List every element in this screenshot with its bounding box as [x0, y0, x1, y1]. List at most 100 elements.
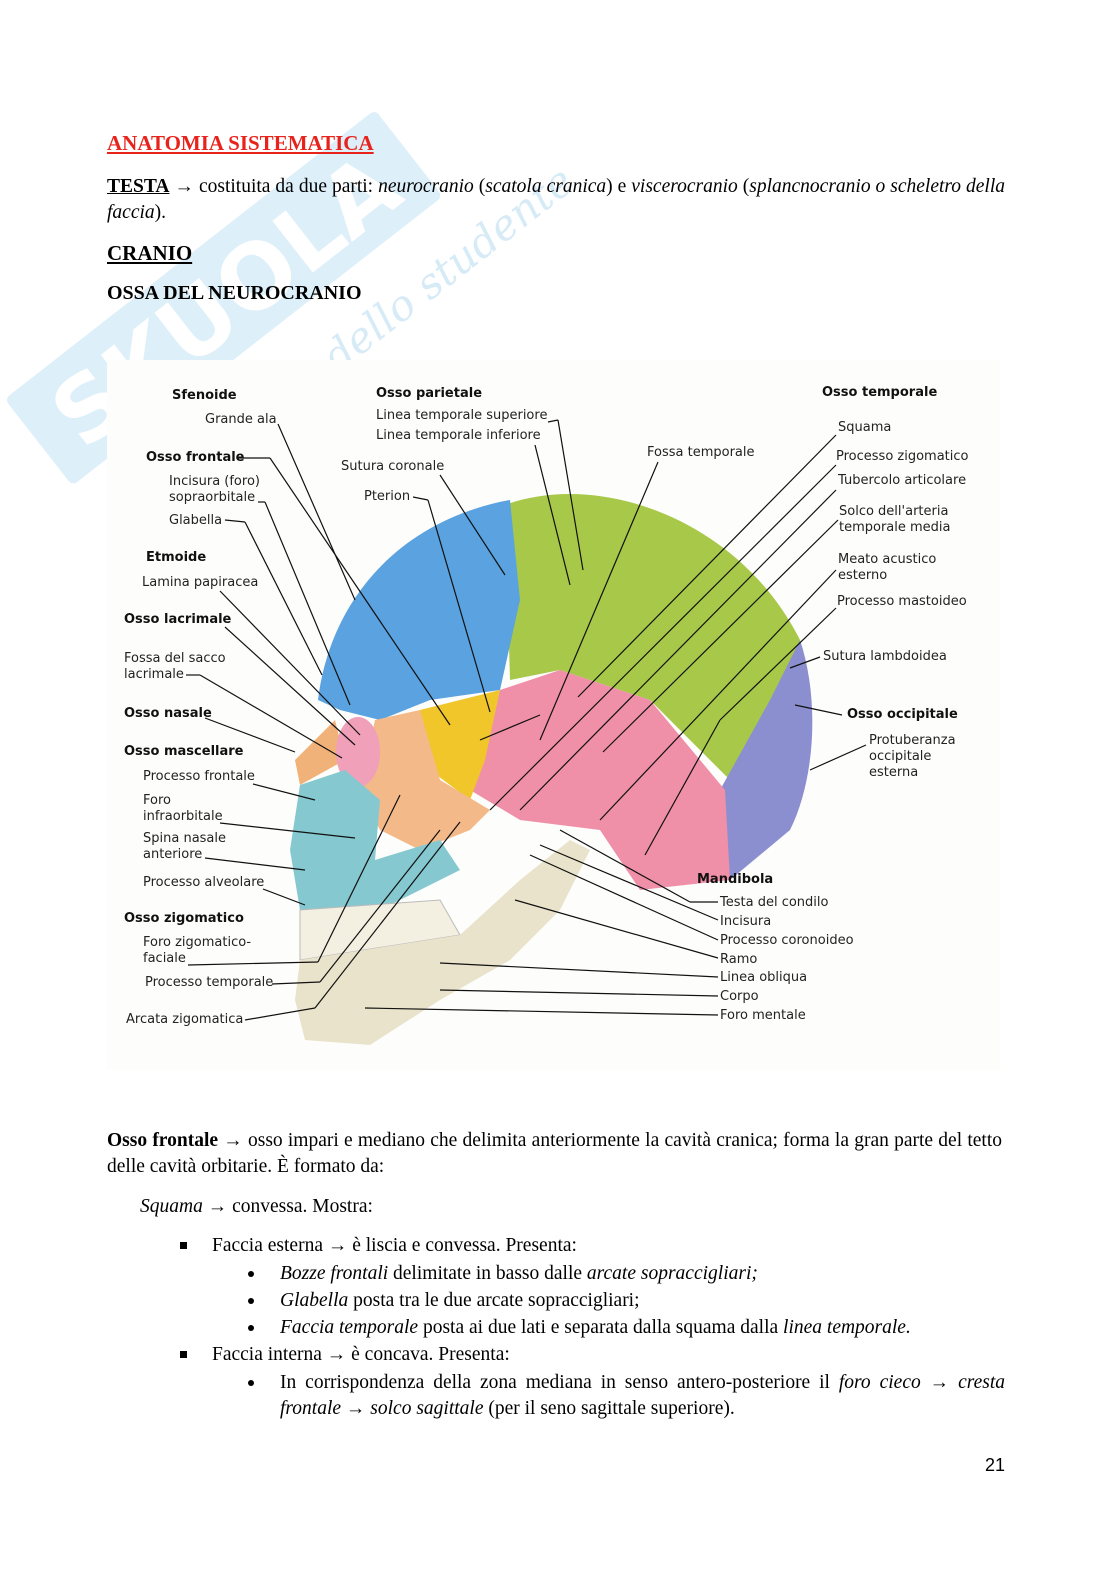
list-item-faccia-interna: Faccia interna → è concava. Presenta:	[212, 1342, 510, 1368]
term: viscerocranio	[631, 176, 738, 197]
label-pterion: Pterion	[364, 489, 411, 504]
label-linea-obliqua: Linea obliqua	[720, 970, 808, 985]
text: (per il seno sagittale superiore).	[483, 1398, 735, 1419]
text: è concava. Presenta:	[346, 1344, 510, 1365]
label-spina-1: Spina nasale	[143, 831, 227, 846]
list-item: Glabella posta tra le due arcate sopracc…	[280, 1288, 640, 1314]
label-osso-zigomatico: Osso zigomatico	[124, 911, 244, 926]
label-protub-1: Protuberanza	[869, 733, 956, 748]
square-bullet-icon	[180, 1242, 187, 1249]
arrow-icon: →	[341, 1398, 371, 1419]
text: Faccia interna	[212, 1344, 327, 1365]
term: Glabella	[280, 1290, 349, 1311]
label-mandibola: Mandibola	[697, 872, 774, 887]
section-title: CRANIO	[107, 241, 193, 265]
label-osso-frontale: Osso frontale	[146, 450, 245, 465]
text: costituita da due parti:	[193, 176, 379, 197]
paragraph-squama: Squama → convessa. Mostra:	[140, 1194, 373, 1220]
text: è liscia e convessa. Presenta:	[347, 1235, 577, 1256]
label-processo-zigomatico: Processo zigomatico	[836, 449, 969, 464]
list-item: Bozze frontali delimitate in basso dalle…	[280, 1261, 758, 1287]
label-etmoide: Etmoide	[146, 550, 207, 565]
label-protub-3: esterna	[869, 765, 919, 780]
term-testa: TESTA	[107, 176, 170, 197]
label-corpo: Corpo	[720, 989, 759, 1004]
term: Bozze frontali	[280, 1263, 389, 1284]
label-foro-zigo-1: Foro zigomatico-	[143, 935, 252, 950]
bullet-icon	[248, 1271, 254, 1277]
label-osso-nasale: Osso nasale	[124, 706, 212, 721]
occipital-bone	[720, 640, 813, 880]
label-processo-mastoideo: Processo mastoideo	[837, 594, 967, 609]
term: solco sagittale	[370, 1398, 484, 1419]
term: Faccia temporale	[280, 1317, 419, 1338]
label-meato-2: esterno	[838, 568, 888, 583]
term: Squama	[140, 1196, 203, 1217]
bullet-icon	[248, 1325, 254, 1331]
arrow-icon: →	[920, 1372, 959, 1393]
intro-paragraph: TESTA → costituita da due parti: neurocr…	[107, 174, 1005, 226]
skull-illustration	[186, 419, 867, 1045]
label-sfenoide: Sfenoide	[172, 388, 237, 403]
label-squama: Squama	[838, 420, 892, 435]
arrow-icon: →	[174, 176, 194, 197]
label-grande-ala: Grande ala	[205, 412, 277, 427]
label-processo-frontale: Processo frontale	[143, 769, 255, 784]
text: ).	[154, 202, 167, 223]
label-incisura-1: Incisura (foro)	[169, 474, 260, 489]
label-sutura-lambdoidea: Sutura lambdoidea	[823, 649, 947, 664]
label-spina-2: anteriore	[143, 847, 203, 862]
label-osso-occipitale: Osso occipitale	[847, 707, 958, 722]
label-processo-coronoideo: Processo coronoideo	[720, 933, 854, 948]
arrow-icon: →	[207, 1196, 228, 1217]
label-foro-infra-1: Foro	[143, 793, 171, 808]
label-osso-temporale: Osso temporale	[822, 385, 938, 400]
text: Faccia esterna	[212, 1235, 328, 1256]
term: arcate sopraccigliari;	[586, 1263, 758, 1284]
label-ramo: Ramo	[720, 952, 758, 967]
bullet-icon	[248, 1298, 254, 1304]
square-bullet-icon	[180, 1351, 187, 1358]
label-testa-condilo: Testa del condilo	[720, 895, 829, 910]
label-solco-1: Solco dell'arteria	[839, 504, 949, 519]
label-linea-inferiore: Linea temporale inferiore	[376, 428, 541, 443]
arrow-icon: →	[327, 1235, 348, 1256]
frontal-bone	[318, 500, 520, 720]
label-lamina-papiracea: Lamina papiracea	[142, 575, 259, 590]
subsection-title: OSSA DEL NEUROCRANIO	[107, 282, 362, 304]
page-number: 21	[985, 1455, 1006, 1475]
text: ) e	[606, 176, 632, 197]
label-foro-infra-2: infraorbitale	[143, 809, 223, 824]
label-solco-2: temporale media	[839, 520, 951, 535]
term: neurocranio	[378, 176, 474, 197]
mandible-bone	[295, 840, 590, 1045]
label-glabella: Glabella	[169, 513, 223, 528]
term: splancnocranio o scheletro della faccia	[107, 176, 1006, 223]
text: (	[737, 176, 750, 197]
label-incisura: Incisura	[720, 914, 772, 929]
term: foro cieco	[838, 1372, 921, 1393]
label-osso-parietale: Osso parietale	[376, 386, 483, 401]
label-meato-1: Meato acustico	[838, 552, 937, 567]
text: osso impari e mediano che delimita anter…	[107, 1130, 1002, 1177]
list-item: In corrispondenza della zona mediana in …	[280, 1370, 1005, 1422]
label-foro-zigo-2: faciale	[143, 951, 186, 966]
label-protub-2: occipitale	[869, 749, 932, 764]
text: posta tra le due arcate sopraccigliari;	[348, 1290, 640, 1311]
label-arcata-zigomatica: Arcata zigomatica	[126, 1012, 244, 1027]
label-linea-superiore: Linea temporale superiore	[376, 408, 548, 423]
term: scatola cranica	[485, 176, 607, 197]
text: posta ai due lati e separata dalla squam…	[418, 1317, 784, 1338]
text: In corrispondenza della zona mediana in …	[280, 1372, 839, 1393]
label-osso-lacrimale: Osso lacrimale	[124, 612, 232, 627]
label-processo-temporale: Processo temporale	[145, 975, 274, 990]
page-heading: ANATOMIA SISTEMATICA	[107, 131, 374, 155]
parietal-bone	[505, 494, 800, 780]
label-tubercolo: Tubercolo articolare	[838, 473, 967, 488]
nasal-bone	[295, 720, 345, 785]
zygomatic-bone	[360, 710, 490, 850]
maxilla-bone	[290, 770, 460, 910]
term: linea temporale.	[783, 1317, 911, 1338]
text: convessa. Mostra:	[227, 1196, 373, 1217]
temporal-bone	[470, 670, 730, 890]
